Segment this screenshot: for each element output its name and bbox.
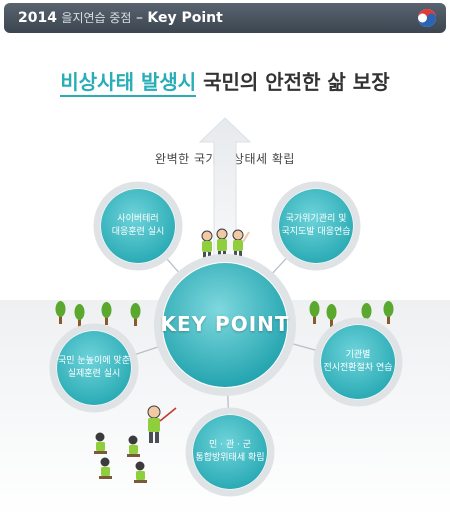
- circle-civil: [185, 407, 275, 497]
- person-icon: [127, 435, 140, 457]
- headline-rest: 국민의 안전한 삶 보장: [203, 70, 390, 94]
- tree-icon: [130, 303, 141, 326]
- person-icon: [99, 457, 112, 479]
- headline-accent: 비상사태 발생시: [60, 70, 197, 97]
- node-label-national: 국가위기관리 및 국지도발 대응연습: [281, 214, 351, 237]
- tree-icon: [101, 302, 112, 325]
- node-label-wartime: 기관별 전시전환절차 연습: [323, 350, 393, 373]
- tree-icon: [55, 301, 66, 324]
- taegeuk-logo-icon: [418, 9, 436, 27]
- tree-icon: [326, 304, 337, 327]
- circle-cyber: [93, 181, 183, 271]
- header-title: 2014 을지연습 중점 – Key Point: [18, 3, 223, 33]
- circle-wartime: [313, 317, 403, 407]
- node-label-citizen: 국민 눈높이에 맞춘 실제훈련 실시: [58, 356, 130, 379]
- header-bar: 2014 을지연습 중점 – Key Point: [4, 3, 446, 33]
- headline: 비상사태 발생시 국민의 안전한 삶 보장: [0, 66, 450, 97]
- header-year: 2014: [18, 10, 57, 26]
- tree-icon: [383, 301, 394, 324]
- instructor-icon: [147, 405, 177, 443]
- tree-icon: [74, 304, 85, 327]
- person-icon: [94, 432, 107, 454]
- center-circle: [154, 254, 296, 396]
- circle-national: [271, 181, 361, 271]
- circle-citizen: [49, 323, 139, 413]
- seated-trainees: [94, 432, 147, 483]
- header-separator: –: [135, 10, 143, 26]
- center-label: KEY POINT: [160, 312, 290, 336]
- node-label-civil: 민 · 관 · 군 통합방위태세 확립: [195, 440, 265, 463]
- trees-left: [55, 301, 141, 327]
- header-subject: 을지연습 중점: [61, 11, 132, 25]
- header-key-point: Key Point: [147, 10, 223, 26]
- node-label-cyber: 사이버테러 대응훈련 실시: [111, 214, 165, 237]
- tree-icon: [309, 301, 320, 324]
- person-icon: [134, 461, 147, 483]
